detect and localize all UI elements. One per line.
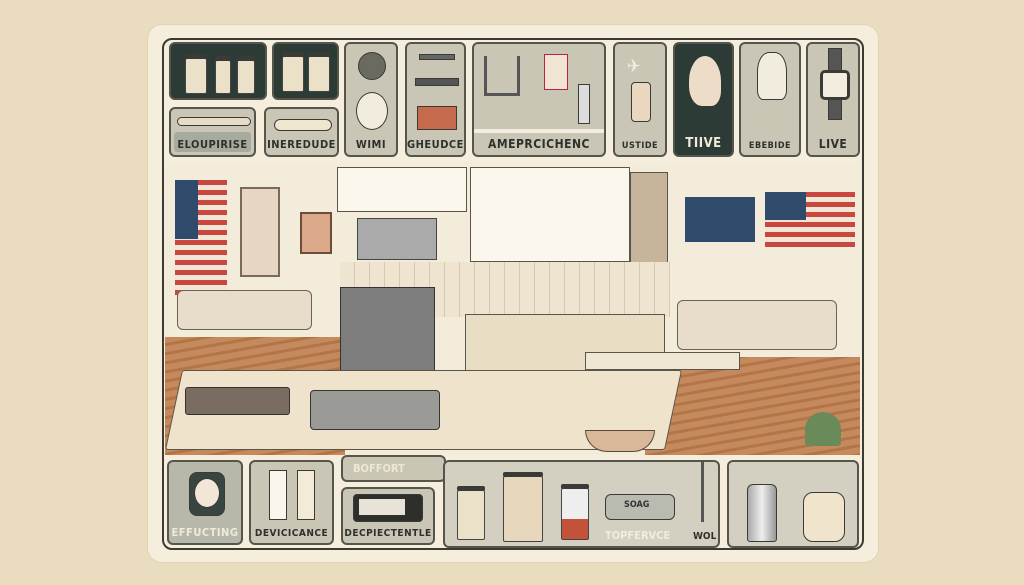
gauge-dial: [194, 478, 220, 508]
jar-icon: [417, 106, 457, 130]
panel-tiive: TIIVE: [673, 42, 734, 157]
panel-ameprcichenc: AMEPRCICHENC: [472, 42, 606, 157]
panel-label: USTIDE: [621, 141, 659, 151]
watch-icon: [820, 70, 850, 100]
coffee-table: [585, 352, 740, 370]
upper-cabinets-right: [470, 167, 630, 262]
device-icon: [631, 82, 651, 122]
panel-label: TOPFERVCE: [605, 529, 671, 542]
sink: [310, 390, 440, 430]
jar-icon: [503, 472, 543, 542]
panel-containers-bottom: SOAG TOPFERVCE WOL: [443, 460, 720, 548]
jar-icon: [457, 486, 485, 540]
panel-label: INEREDUDE: [267, 138, 336, 151]
panel-decpiectentle: DECPIECTENTLE: [341, 487, 435, 545]
panel-boffort: BOFFORT: [341, 455, 446, 482]
wall-art: [300, 212, 332, 254]
potted-plant: [805, 412, 841, 446]
panel-devicicance: DEVICICANCE: [249, 460, 334, 545]
panel-label: DEVICICANCE: [254, 528, 329, 539]
soap-dispenser-icon: [803, 492, 845, 542]
utensil-icon: [419, 54, 455, 60]
dropper-icon: [701, 462, 704, 522]
fruit-bowl: [585, 430, 655, 452]
paper-towel-icon: [269, 470, 287, 520]
helmet-icon: [757, 52, 787, 100]
panel-ineredude: INEREDUDE: [264, 107, 339, 157]
dish-icon: [274, 119, 332, 131]
panel-label: WOL: [693, 531, 717, 542]
panel-label: EFFUCTING: [171, 526, 239, 539]
paper-towel-icon: [297, 470, 315, 520]
jar-icon: [185, 54, 207, 94]
wall-panel-right: [685, 197, 755, 242]
panel-wimi: WIMI: [344, 42, 398, 157]
panel-eloupirise: ELOUPIRISE: [169, 107, 256, 157]
cooktop-tray: [185, 387, 290, 415]
panel-label: EBEBIDE: [748, 141, 792, 151]
panel-label: ELOUPIRISE: [177, 138, 248, 151]
jar-icon: [215, 56, 231, 94]
upper-cabinets-left: [337, 167, 467, 212]
panel-effucting: EFFUCTING: [167, 460, 243, 545]
panel-ustide: ✈ USTIDE: [613, 42, 667, 157]
panel-label: AMEPRCICHENC: [488, 137, 590, 151]
spray-bottle-icon: [747, 484, 777, 542]
microwave: [357, 218, 437, 260]
sofa-left: [177, 290, 312, 330]
panel-label: GHEUDCEL: [407, 138, 466, 151]
scale-icon: [356, 92, 388, 130]
tray-icon: [177, 117, 251, 126]
panel-gheudcel: GHEUDCEL: [405, 42, 466, 157]
head-bust-icon: [689, 56, 721, 106]
panel-label: BOFFORT: [353, 462, 405, 475]
panel-cleaning-supplies: [727, 460, 859, 548]
window-left: [240, 187, 280, 277]
display-screen: [359, 499, 405, 515]
panel-label: LIVE: [818, 137, 848, 151]
airplane-icon: ✈: [627, 56, 641, 77]
panel-label: DECPIECTENTLE: [344, 528, 432, 539]
jar-icon: [237, 56, 255, 94]
scale-icon: SOAG: [605, 494, 675, 520]
kitchen-scene: [165, 162, 860, 455]
panel-storage-jars: [169, 42, 267, 100]
illustration-frame: [162, 38, 864, 550]
sofa-right: [677, 300, 837, 350]
panel-containers: [272, 42, 339, 100]
container-icon: [308, 52, 330, 92]
american-flag-left: [175, 180, 227, 298]
panel-ebebide: EBEBIDE: [739, 42, 801, 157]
panel-live: LIVE: [806, 42, 860, 157]
panel-label: TIIVE: [685, 136, 722, 151]
spice-shelf: [630, 172, 668, 272]
container-icon: [282, 52, 304, 92]
panel-label: WIMI: [355, 138, 387, 151]
spice-jar-icon: [561, 484, 589, 540]
label-bar: [174, 132, 251, 152]
scale-display: SOAG: [624, 500, 650, 510]
box-icon: [544, 54, 568, 90]
strainer-icon: [358, 52, 386, 80]
fork-icon: [484, 56, 520, 96]
tube-icon: [578, 84, 590, 124]
american-flag-right: [765, 192, 855, 247]
utensil-icon: [415, 78, 459, 86]
shelf: [474, 129, 604, 133]
